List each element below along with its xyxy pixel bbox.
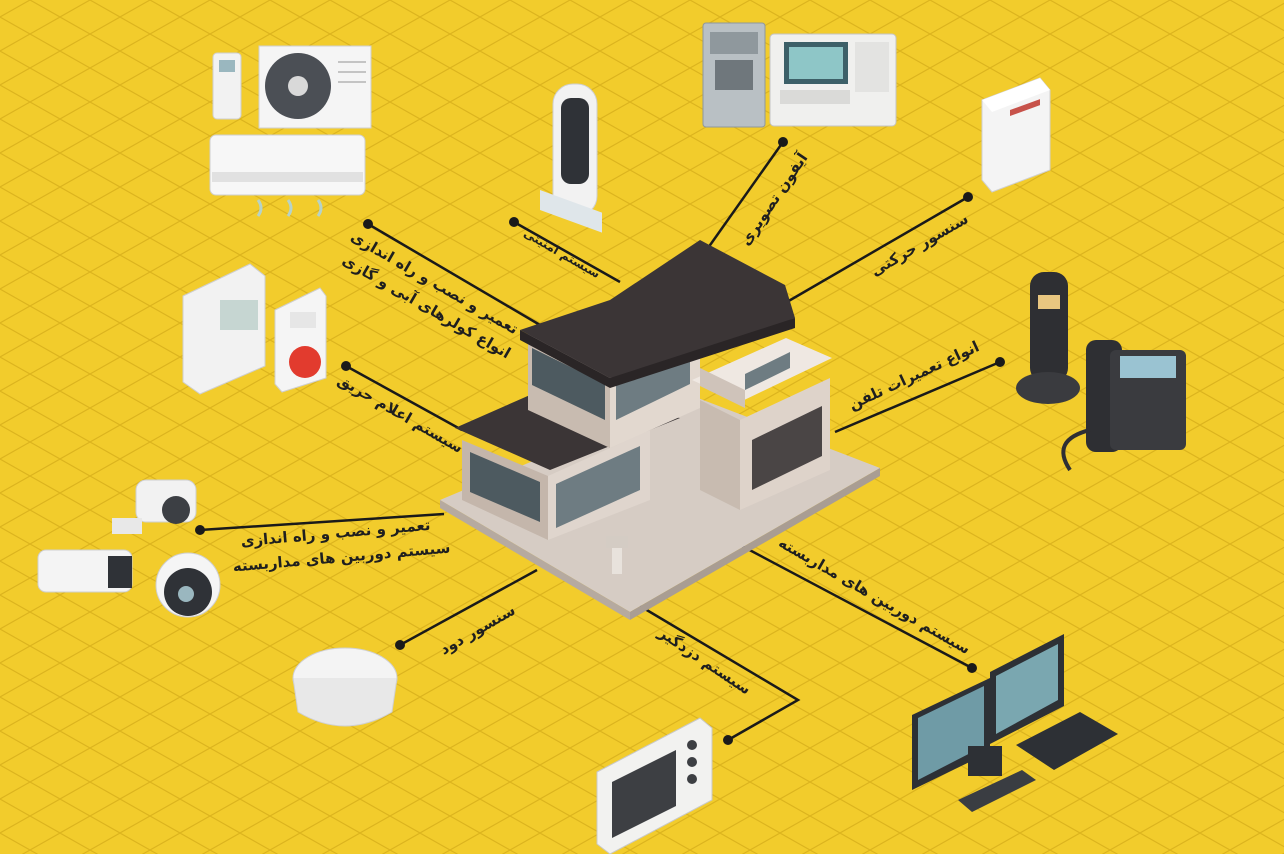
connector-smoke: [399, 568, 538, 647]
connector-cctv-system: [741, 544, 973, 670]
connector-phone: [834, 360, 1001, 434]
connector-dot: [723, 735, 733, 745]
connector-dot: [963, 192, 973, 202]
connector-dot: [967, 663, 977, 673]
fire-alarm-icon: [182, 263, 327, 395]
video-intercom-icon: [702, 22, 897, 128]
cctv-camera-icon: [37, 479, 221, 618]
telephone-icon: [1016, 272, 1186, 472]
connector-motion: [779, 195, 969, 308]
connector-dot: [341, 361, 351, 371]
connector-lock: [513, 220, 621, 284]
connectors: [195, 137, 1005, 745]
air-conditioner-icon: [209, 45, 372, 217]
connector-dot: [995, 357, 1005, 367]
connector-fire: [345, 364, 463, 432]
connector-dot: [509, 217, 519, 227]
connector-dot: [363, 219, 373, 229]
connector-burglar: [639, 604, 801, 742]
connector-dot: [778, 137, 788, 147]
monitor-wall-icon: [912, 634, 1118, 812]
connector-cctv-install: [199, 512, 445, 532]
connector-dot: [395, 640, 405, 650]
house-icon: [440, 240, 880, 620]
smoke-detector-icon: [292, 647, 398, 727]
connector-ac: [367, 222, 541, 327]
smart-lock-icon: [540, 83, 602, 233]
motion-sensor-icon: [981, 77, 1051, 193]
connector-dot: [195, 525, 205, 535]
alarm-panel-icon: [596, 717, 713, 854]
connector-intercom: [706, 141, 785, 249]
